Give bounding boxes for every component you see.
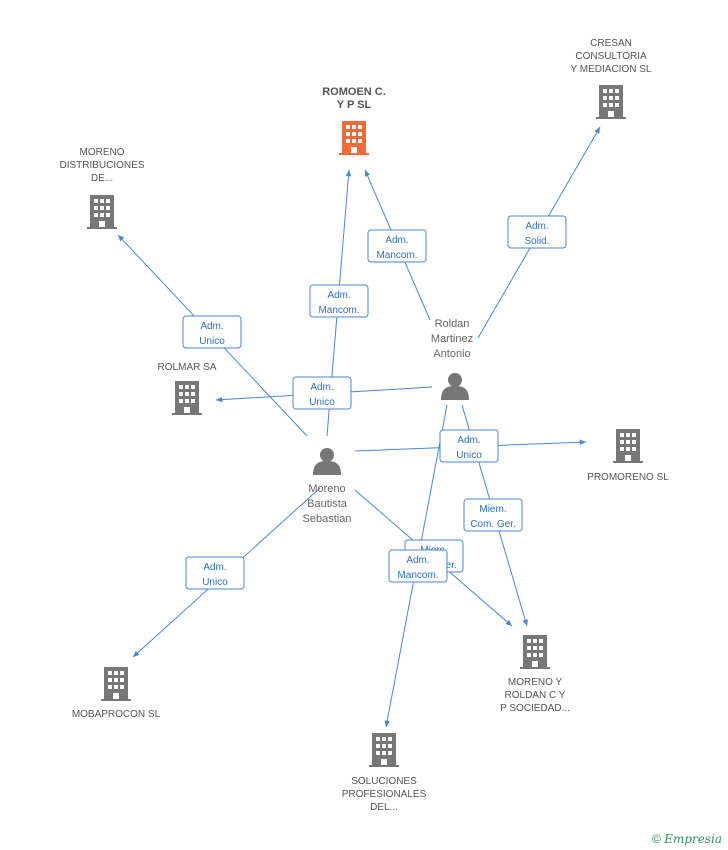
edge-label-text: Adm.	[525, 221, 548, 232]
companies: ROMOEN C.Y P SL CRESAN CONSULTORIA Y MEDIAC…	[59, 38, 669, 813]
building-icon[interactable]	[87, 195, 117, 229]
company-node-cresan[interactable]: CRESAN CONSULTORIA Y MEDIACION SL	[571, 38, 652, 119]
person-label-line[interactable]: Antonio	[433, 348, 470, 360]
company-node-mobaprocon[interactable]: MOBAPROCON SL	[72, 667, 161, 720]
building-icon[interactable]	[369, 733, 399, 767]
people: RoldanMartinezAntonioMorenoBautistaSebas…	[303, 318, 474, 525]
edge-label-text: Mancom.	[397, 570, 438, 581]
edge-labels: Adm. Mancom. Adm. Mancom. Adm. Solid. Adm. Unic…	[182, 215, 567, 590]
company-label-line[interactable]: MORENO Y	[508, 677, 563, 688]
company-node-soluciones[interactable]: SOLUCIONES PROFESIONALES DEL...	[342, 733, 427, 813]
building-icon[interactable]	[596, 85, 626, 119]
company-label-line[interactable]: Y P SL	[337, 99, 372, 111]
edge-label-moreno-mobaprocon[interactable]: Adm. Unico	[185, 556, 245, 590]
building-icon[interactable]	[101, 667, 131, 701]
company-label-line[interactable]: MOBAPROCON SL	[72, 709, 161, 720]
edge-label-text: Adm.	[310, 382, 333, 393]
company-label-line[interactable]: SOLUCIONES	[351, 776, 417, 787]
edge-label-text: Adm.	[200, 321, 223, 332]
company-label-line[interactable]: ROLMAR SA	[158, 362, 217, 373]
company-label-line[interactable]: PROMORENO SL	[587, 472, 669, 483]
company-label-line[interactable]: MORENO	[80, 147, 125, 158]
company-label-line[interactable]: PROFESIONALES	[342, 789, 427, 800]
person-label-line[interactable]: Sebastian	[303, 513, 352, 525]
building-icon[interactable]	[613, 429, 643, 463]
person-label-line[interactable]: Moreno	[308, 483, 345, 495]
edge-label-text: Adm.	[457, 435, 480, 446]
company-label-line[interactable]: Y MEDIACION SL	[571, 64, 652, 75]
edge-label-roldan-rolmar[interactable]: Adm. Unico	[292, 376, 352, 410]
edge-label-text: Unico	[309, 397, 335, 408]
building-icon[interactable]	[339, 121, 369, 155]
edge-label-text: Unico	[199, 336, 225, 347]
person-label-line[interactable]: Bautista	[307, 498, 348, 510]
person-label-line[interactable]: Roldan	[435, 318, 470, 330]
company-label-line[interactable]: CRESAN	[590, 38, 632, 49]
company-label-line[interactable]: DISTRIBUCIONES	[59, 160, 144, 171]
company-node-rolmar[interactable]: ROLMAR SA	[158, 362, 217, 415]
edge-label-moreno-promoreno[interactable]: Adm. Unico	[439, 429, 499, 463]
edge-label-text: Miem.	[479, 504, 506, 515]
building-icon[interactable]	[520, 635, 550, 669]
edge-label-text: Adm.	[327, 290, 350, 301]
company-label-line[interactable]: CONSULTORIA	[575, 51, 647, 62]
company-label-line[interactable]: DE...	[91, 173, 113, 184]
edge-label-text: Unico	[202, 577, 228, 588]
company-label-line[interactable]: ROMOEN C.	[322, 86, 386, 98]
edge-label-roldan-morenoroldan[interactable]: Miem. Com. Ger.	[463, 498, 523, 532]
edge-label-text: Mancom.	[318, 305, 359, 316]
edge-label-moreno-romoen[interactable]: Adm. Mancom.	[309, 284, 369, 318]
edge-label-text: Unico	[456, 450, 482, 461]
company-node-moreno_roldan[interactable]: MORENO Y ROLDAN C Y P SOCIEDAD...	[500, 635, 570, 714]
building-icon[interactable]	[172, 381, 202, 415]
edge-label-roldan-romoen[interactable]: Adm. Mancom.	[367, 229, 427, 263]
edge-label-text: Com. Ger.	[470, 519, 516, 530]
footer-brand[interactable]: © Empresia	[652, 832, 722, 846]
edge-label-text: Mancom.	[376, 250, 417, 261]
company-label-line[interactable]: ROLDAN C Y	[505, 690, 566, 701]
person-icon[interactable]	[441, 373, 469, 400]
edge-label-text: Adm.	[406, 555, 429, 566]
edge-label-roldan-soluciones[interactable]: Adm. Mancom.	[388, 549, 448, 583]
copyright-symbol: ©	[652, 832, 661, 846]
company-node-romoen[interactable]: ROMOEN C.Y P SL	[322, 86, 386, 155]
person-label-line[interactable]: Martinez	[431, 333, 473, 345]
edge-label-moreno-morenodist[interactable]: Adm. Unico	[182, 315, 242, 349]
person-icon[interactable]	[313, 448, 341, 475]
company-label-line[interactable]: DEL...	[370, 802, 398, 813]
edge-label-text: Solid.	[524, 236, 549, 247]
edge-label-text: Adm.	[203, 562, 226, 573]
company-label-line[interactable]: P SOCIEDAD...	[500, 703, 570, 714]
company-node-moreno_dist[interactable]: MORENO DISTRIBUCIONES DE...	[59, 147, 145, 229]
brand-name: Empresia	[664, 832, 722, 846]
company-node-promoreno[interactable]: PROMORENO SL	[587, 429, 669, 483]
edge-label-text: Adm.	[385, 235, 408, 246]
edge-label-roldan-cresan[interactable]: Adm. Solid.	[507, 215, 567, 249]
